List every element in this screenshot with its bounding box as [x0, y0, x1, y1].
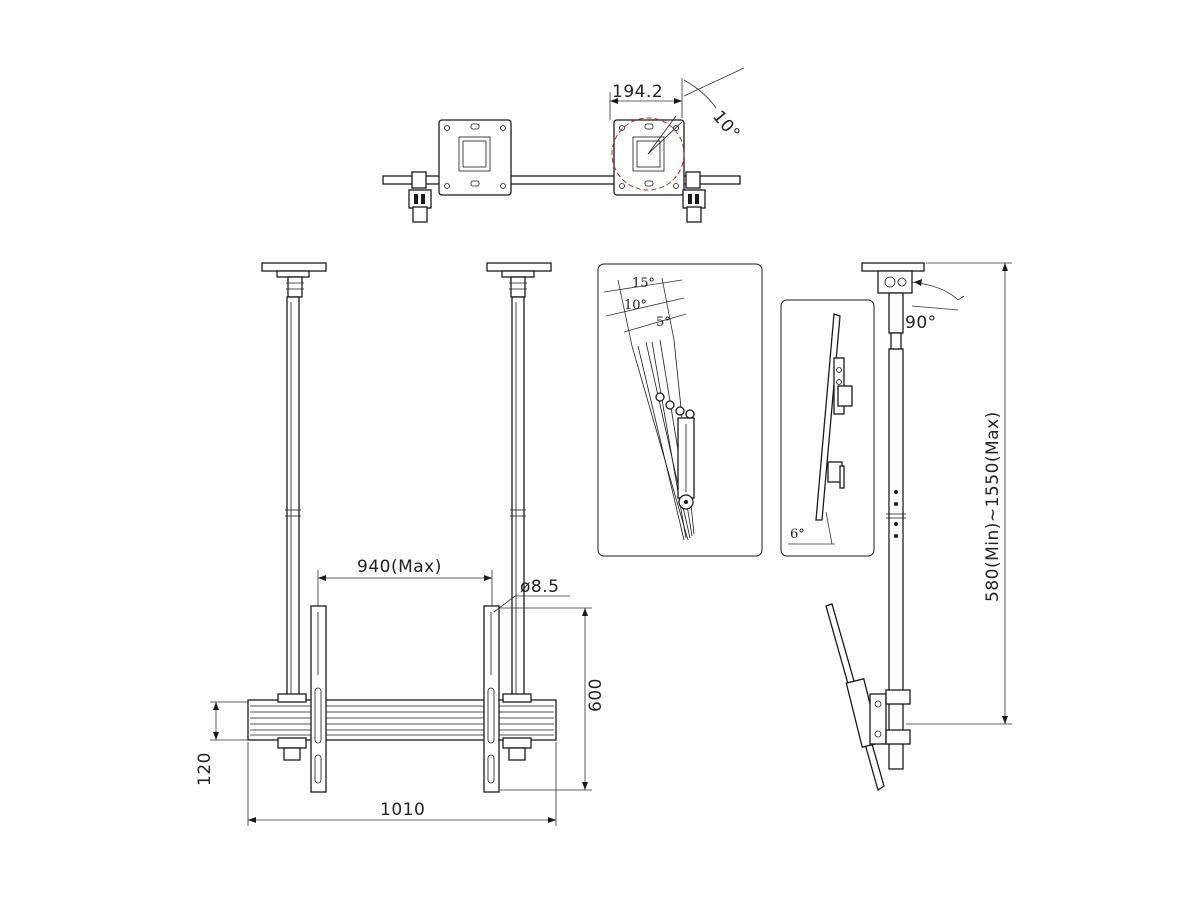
dim-hole-diameter: ø8.5	[520, 577, 559, 597]
front-view: 940(Max) ø8.5 600 120 1010	[195, 262, 606, 826]
dim-bracket-height: 600	[586, 678, 606, 712]
tilt-angle-10: 10°	[624, 298, 647, 313]
wall-detail: 6°	[780, 299, 875, 557]
dim-rotation-angle: 90°	[905, 313, 937, 333]
front-rail	[247, 693, 557, 761]
tilt-detail: 15° 10° 5°	[597, 263, 763, 557]
wall-angle-6: 6°	[790, 527, 805, 542]
side-view: 90° 580(Min)~1550(Max)	[825, 262, 1012, 792]
left-ceiling-plate	[438, 119, 512, 196]
right-vesa-bracket	[483, 605, 500, 793]
rotation-circle	[611, 117, 685, 191]
top-rail	[382, 175, 741, 185]
dim-top-angle: 10°	[708, 107, 744, 144]
dim-rail-height: 120	[195, 752, 215, 786]
tilt-angle-15: 15°	[632, 276, 655, 291]
dim-rail-width: 1010	[380, 800, 425, 820]
right-pole	[486, 262, 552, 708]
left-end-clamp	[408, 171, 432, 223]
right-end-clamp	[682, 171, 706, 223]
top-view: 194.2 10°	[382, 67, 745, 223]
dim-height-range: 580(Min)~1550(Max)	[983, 411, 1003, 602]
left-pole	[261, 262, 327, 708]
tilt-angle-5: 5°	[656, 315, 671, 330]
left-vesa-bracket	[310, 605, 327, 793]
side-pole	[888, 348, 904, 770]
dim-pole-spacing: 940(Max)	[357, 557, 442, 577]
right-ceiling-plate	[613, 119, 685, 196]
dim-top-width: 194.2	[612, 82, 663, 102]
